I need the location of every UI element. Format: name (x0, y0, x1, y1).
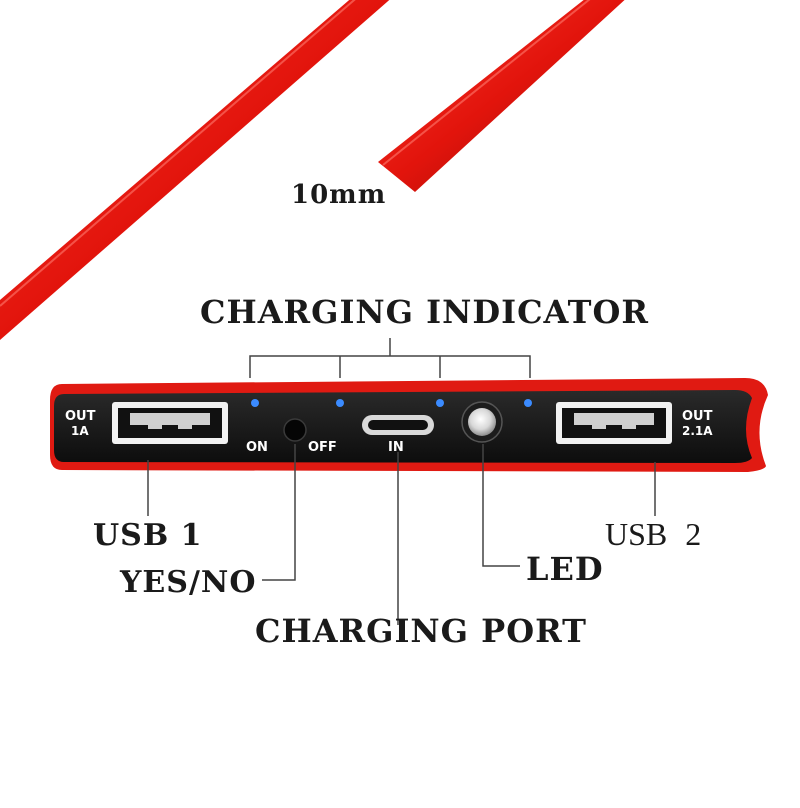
charging-indicator-lights (251, 399, 532, 407)
amperage-text: 2.1A (682, 424, 713, 438)
usb-1-label: USB 1 (93, 518, 203, 553)
indicator-light (251, 399, 259, 407)
out-1a-label: OUT 1A (65, 410, 95, 437)
rod-size-label: 10mm (291, 180, 387, 210)
leader-lines (147, 338, 656, 625)
in-label: IN (388, 440, 404, 455)
off-label: OFF (308, 440, 337, 455)
out-text: OUT (65, 409, 96, 424)
led-light (461, 401, 503, 443)
usb-2-port (556, 402, 672, 444)
red-rod-right (378, 0, 625, 192)
indicator-light (336, 399, 344, 407)
switch-label: YES/NO (120, 565, 257, 600)
charging-indicator-label: CHARGING INDICATOR (200, 293, 649, 331)
usb-1-port (112, 402, 228, 444)
on-label: ON (246, 440, 268, 455)
out-text: OUT (682, 409, 713, 424)
indicator-light (436, 399, 444, 407)
out-2a-label: OUT 2.1A (682, 410, 713, 437)
micro-usb-port (362, 415, 434, 435)
charging-port-label: CHARGING PORT (255, 612, 587, 650)
power-switch-button (283, 418, 307, 442)
amperage-text: 1A (71, 424, 89, 438)
red-rod-left (0, 0, 390, 340)
indicator-light (524, 399, 532, 407)
led-label: LED (526, 550, 604, 588)
usb-2-label: USB 2 (605, 516, 702, 552)
